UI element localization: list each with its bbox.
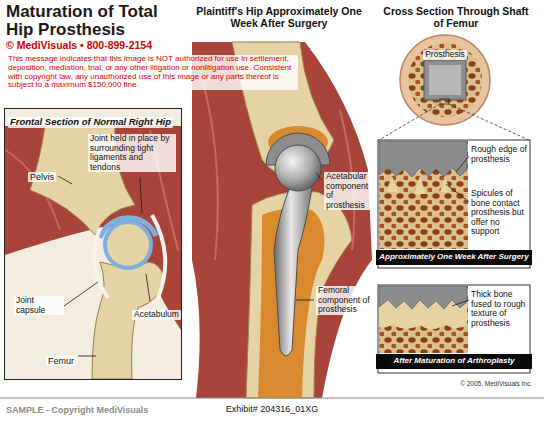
femur-cross-section — [379, 35, 529, 140]
leader-lines — [316, 173, 322, 180]
footer-rule — [0, 398, 544, 399]
inset-one-week — [378, 140, 530, 268]
warning-notice: This message indicates that this image i… — [6, 55, 298, 90]
part-label: Acetabulum — [132, 310, 181, 320]
band-label: Approximately One Week After Surgery — [377, 253, 531, 262]
leader-lines — [446, 184, 469, 202]
watermark: SAMPLE - Copyright MediVisuals — [6, 405, 166, 415]
part-label: Rough edge of prosthesis — [471, 145, 529, 164]
part-label: Acetabular component of prosthesis — [324, 172, 375, 210]
normal-hip-drawing — [5, 126, 181, 330]
caption-band: Approximately One Week After Surgery — [376, 250, 532, 265]
inset-one-week — [386, 176, 398, 192]
normal-hip-drawing — [152, 215, 165, 298]
femur-cross-section — [400, 35, 490, 125]
femur-cross-section — [379, 104, 440, 140]
panel-heading: Cross Section Through Shaft of Femur — [378, 6, 534, 30]
normal-hip-drawing — [105, 222, 151, 268]
part-label-wrap: Femoral component of prosthesis — [316, 286, 375, 316]
inset-one-week — [379, 141, 467, 177]
part-label: Femoral component of prosthesis — [316, 286, 375, 315]
femur-cross-section — [424, 60, 466, 100]
part-label-wrap: Femur — [46, 350, 80, 368]
femur-cross-section — [449, 104, 529, 140]
normal-hip-drawing — [94, 228, 108, 298]
inset-matured — [378, 285, 530, 373]
part-label-wrap: Joint capsule — [14, 296, 64, 317]
caption-block: Exhibit# 204316_01XG — [172, 404, 372, 414]
femur-cross-section — [440, 99, 449, 104]
prosthetic-hip-drawing — [192, 42, 372, 398]
part-label: Joint held in place by surrounding tight… — [88, 134, 176, 172]
part-label: Prosthesis — [423, 50, 467, 60]
leader-lines — [452, 300, 469, 306]
copyright-small-wrap: © 2005, MediVisuals Inc. — [420, 380, 532, 387]
part-label-wrap: Acetabular component of prosthesis — [324, 172, 375, 212]
inset-one-week — [379, 141, 468, 249]
part-label: Spicules of bone contact prosthesis but … — [471, 189, 529, 237]
part-label: Pelvis — [28, 172, 56, 182]
panel-heading: Plaintiff's Hip Approximately One Week A… — [188, 6, 370, 30]
copyright-line: © MediVisuals • 800-899-2154 — [6, 40, 206, 52]
leader-lines — [78, 356, 96, 357]
inset-one-week — [440, 177, 451, 192]
panel-heading-wrap: Cross Section Through Shaft of Femur — [378, 6, 534, 30]
panel-heading-wrap: Plaintiff's Hip Approximately One Week A… — [188, 6, 370, 30]
leader-lines — [140, 177, 142, 214]
prosthetic-hip-drawing — [275, 145, 321, 191]
part-label-wrap: Acetabulum — [132, 303, 181, 321]
femur-cross-section — [429, 65, 461, 95]
leader-lines — [64, 282, 98, 306]
band-label: After Maturation of Arthroplasty — [377, 357, 531, 366]
part-label-wrap: Spicules of bone contact prosthesis but … — [471, 189, 529, 237]
part-label-wrap: Thick bone fused to rough texture of pro… — [471, 290, 529, 328]
leader-lines — [58, 176, 72, 184]
femur-cross-section — [408, 43, 482, 117]
part-label: Thick bone fused to rough texture of pro… — [471, 290, 529, 328]
part-label-wrap: Pelvis — [28, 166, 64, 184]
panel-heading: Frontal Section of Normal Right Hip — [8, 117, 173, 128]
inset-one-week — [378, 140, 530, 268]
normal-hip-drawing — [4, 108, 182, 380]
leader-lines — [146, 274, 150, 301]
watermark-wrap: SAMPLE - Copyright MediVisuals — [6, 405, 166, 415]
copyright-line-wrap: © MediVisuals • 800-899-2154 — [6, 40, 206, 52]
inset-matured — [378, 285, 530, 373]
warning-notice-wrap: This message indicates that this image i… — [6, 55, 298, 91]
leader-lines — [456, 156, 469, 172]
caption-band: After Maturation of Arthroplasty — [376, 354, 532, 369]
prosthetic-hip-drawing — [200, 70, 218, 260]
inset-matured — [379, 286, 468, 353]
prosthetic-hip-drawing — [274, 182, 312, 356]
part-label: Joint capsule — [14, 296, 64, 315]
part-label-wrap: Prosthesis — [415, 43, 475, 61]
title: Maturation of Total Hip Prosthesis — [6, 3, 184, 39]
part-label-wrap: Rough edge of prosthesis — [471, 145, 529, 164]
copyright-small: © 2005, MediVisuals Inc. — [420, 380, 532, 387]
part-label-wrap: Joint held in place by surrounding tight… — [88, 134, 176, 174]
part-label: Femur — [46, 356, 76, 366]
normal-hip-drawing — [4, 108, 182, 380]
prosthetic-hip-drawing — [192, 42, 372, 398]
normal-hip-drawing — [92, 262, 165, 379]
leader-lines — [296, 300, 314, 301]
inset-one-week — [414, 176, 426, 194]
exhibit-caption: Exhibit# 204316_01XG — [172, 404, 372, 414]
title-block: Maturation of Total Hip Prosthesis — [6, 3, 184, 39]
